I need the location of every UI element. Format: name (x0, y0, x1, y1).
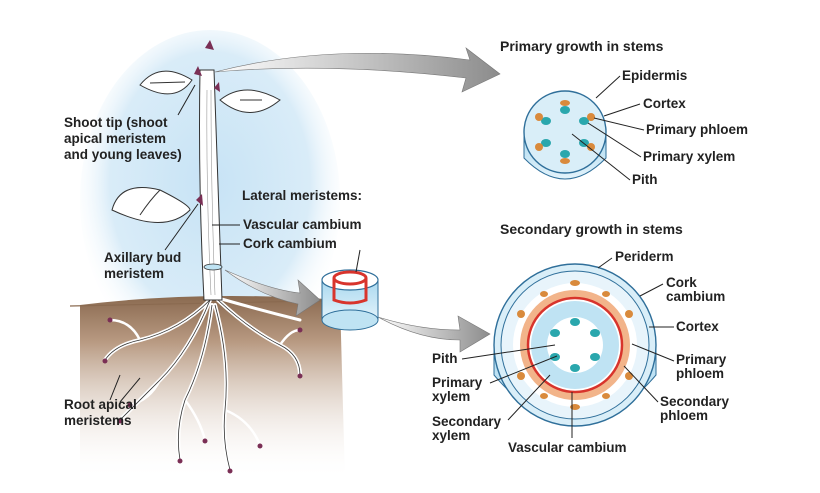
primary-phloem-leader (593, 117, 645, 131)
periderm-label: Periderm (615, 249, 674, 264)
secondary-primary-phloem-label-1: Primary (676, 352, 727, 367)
secondary-primary-phloem-label-2: phloem (676, 366, 724, 381)
secondary-cork-cambium-label-1: Cork (666, 275, 697, 290)
secondary-xylem-leader (507, 374, 551, 421)
shoot-tip-label-1: Shoot tip (shoot (64, 115, 168, 130)
root-apical-leader-2 (119, 377, 141, 403)
secondary-cork-cambium-leader (639, 283, 664, 297)
secondary-xylem-label-2: xylem (432, 428, 470, 443)
primary-epidermis-label: Epidermis (622, 68, 687, 83)
root-apical-label-2: meristems (64, 413, 132, 428)
secondary-phloem-leader (623, 365, 659, 403)
secondary-cortex-label: Cortex (676, 319, 719, 334)
root-apical-leader-1 (109, 374, 121, 401)
soil (80, 296, 345, 480)
axillary-leader (164, 203, 199, 251)
axillary-label-1: Axillary bud (104, 250, 181, 265)
secondary-vascular-cambium-label: Vascular cambium (508, 440, 627, 455)
cork-cambium-to-segment-leader (355, 249, 361, 273)
stem (199, 69, 223, 301)
arrow-to-secondary (377, 315, 491, 353)
secondary-growth-title: Secondary growth in stems (500, 221, 683, 237)
root-system-outline (104, 299, 301, 471)
stem-segment-cylinder (321, 269, 379, 331)
primary-pith-leader (571, 133, 631, 181)
primary-cortex-label: Cortex (643, 96, 686, 111)
lateral-meristems-label: Lateral meristems: (242, 188, 362, 203)
primary-pith-label: Pith (632, 172, 658, 187)
stem-cut-ring (203, 263, 223, 271)
secondary-pith-leader (461, 344, 556, 360)
primary-xylem-label: Primary xylem (643, 149, 735, 164)
arrow-to-segment (224, 269, 321, 317)
secondary-primary-xylem-label-2: xylem (432, 389, 470, 404)
secondary-cork-cambium-label-2: cambium (666, 289, 725, 304)
primary-growth-title: Primary growth in stems (500, 38, 664, 54)
cork-cambium-label: Cork cambium (243, 236, 337, 251)
axillary-label-2: meristem (104, 266, 164, 281)
root-tips (102, 317, 303, 474)
buds (194, 40, 220, 206)
primary-epidermis-leader (595, 75, 621, 99)
secondary-cross-section (493, 263, 657, 427)
secondary-xylem-label-1: Secondary (432, 414, 502, 429)
primary-xylem-leader (587, 122, 642, 158)
secondary-primary-xylem-label-1: Primary (432, 375, 483, 390)
shoot-tip-label-2: apical meristem (64, 131, 166, 146)
vascular-cambium-label: Vascular cambium (243, 217, 362, 232)
primary-cortex-leader (603, 103, 641, 117)
secondary-phloem-label-1: Secondary (660, 394, 730, 409)
arrow-to-primary (214, 47, 501, 93)
secondary-phloem-label-2: phloem (660, 408, 708, 423)
primary-phloem-label: Primary phloem (646, 122, 748, 137)
root-apical-label-1: Root apical (64, 397, 137, 412)
leaves (111, 70, 281, 223)
shoot-tip-label-3: and young leaves) (64, 147, 182, 162)
secondary-primary-xylem-leader (489, 355, 558, 384)
secondary-primary-phloem-leader (631, 343, 675, 362)
secondary-pith-label: Pith (432, 351, 458, 366)
periderm-leader (597, 257, 613, 269)
shoot-tip-leader (177, 84, 196, 116)
primary-cross-section (523, 90, 607, 180)
